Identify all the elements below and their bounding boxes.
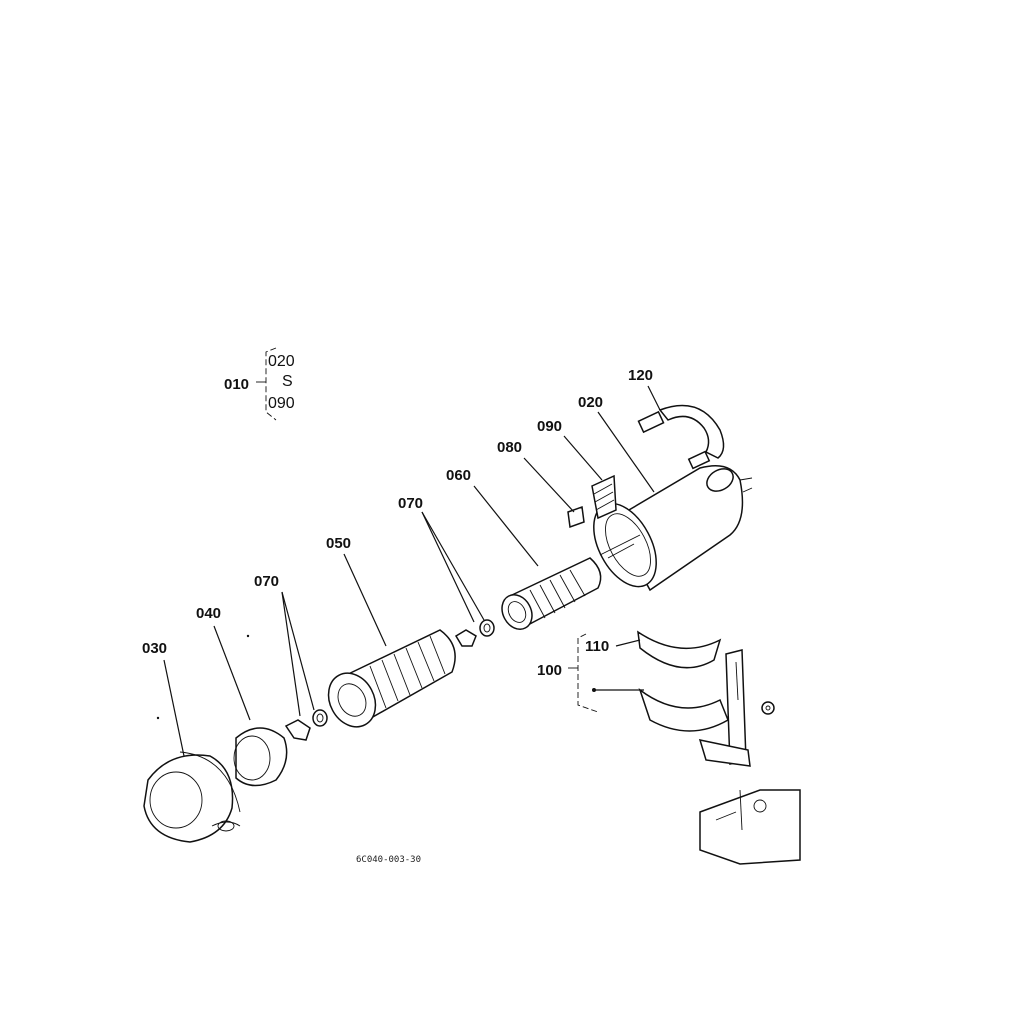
label-090: 090 (537, 418, 562, 435)
label-080: 080 (497, 439, 522, 456)
evacuator-valve-040 (233, 727, 288, 787)
figure-code: 6C040-003-30 (356, 855, 421, 865)
bracket-assembly-100 (568, 633, 775, 767)
air-cleaner-body-020 (593, 465, 753, 592)
outer-element-050 (327, 629, 456, 728)
label-100: 100 (537, 662, 562, 679)
label-range-mark: S (282, 373, 293, 390)
wing-nut-070-lower (284, 709, 328, 741)
bracket-band-110 (637, 630, 722, 669)
cover-030 (143, 751, 241, 843)
wing-nut-070-upper (454, 619, 495, 647)
gasket-080 (567, 505, 585, 529)
stray-dot (156, 716, 160, 720)
indicator-090 (591, 474, 617, 520)
label-120: 120 (628, 367, 653, 384)
label-050: 050 (326, 535, 351, 552)
label-010: 010 (224, 376, 249, 393)
inner-element-060 (501, 557, 602, 630)
label-030: 030 (142, 640, 167, 657)
label-110: 110 (585, 638, 609, 655)
label-070-upper: 070 (398, 495, 423, 512)
stray-dot (246, 634, 250, 638)
label-060: 060 (446, 467, 471, 484)
label-range-end-090: 090 (268, 395, 295, 412)
label-020: 020 (578, 394, 603, 411)
label-070-lower: 070 (254, 573, 279, 590)
group-bracket-010 (256, 347, 277, 421)
label-range-start-020: 020 (268, 353, 295, 370)
label-040: 040 (196, 605, 221, 622)
engine-block-partial (699, 789, 801, 865)
band-120 (637, 404, 725, 470)
leader-lines (163, 385, 661, 757)
